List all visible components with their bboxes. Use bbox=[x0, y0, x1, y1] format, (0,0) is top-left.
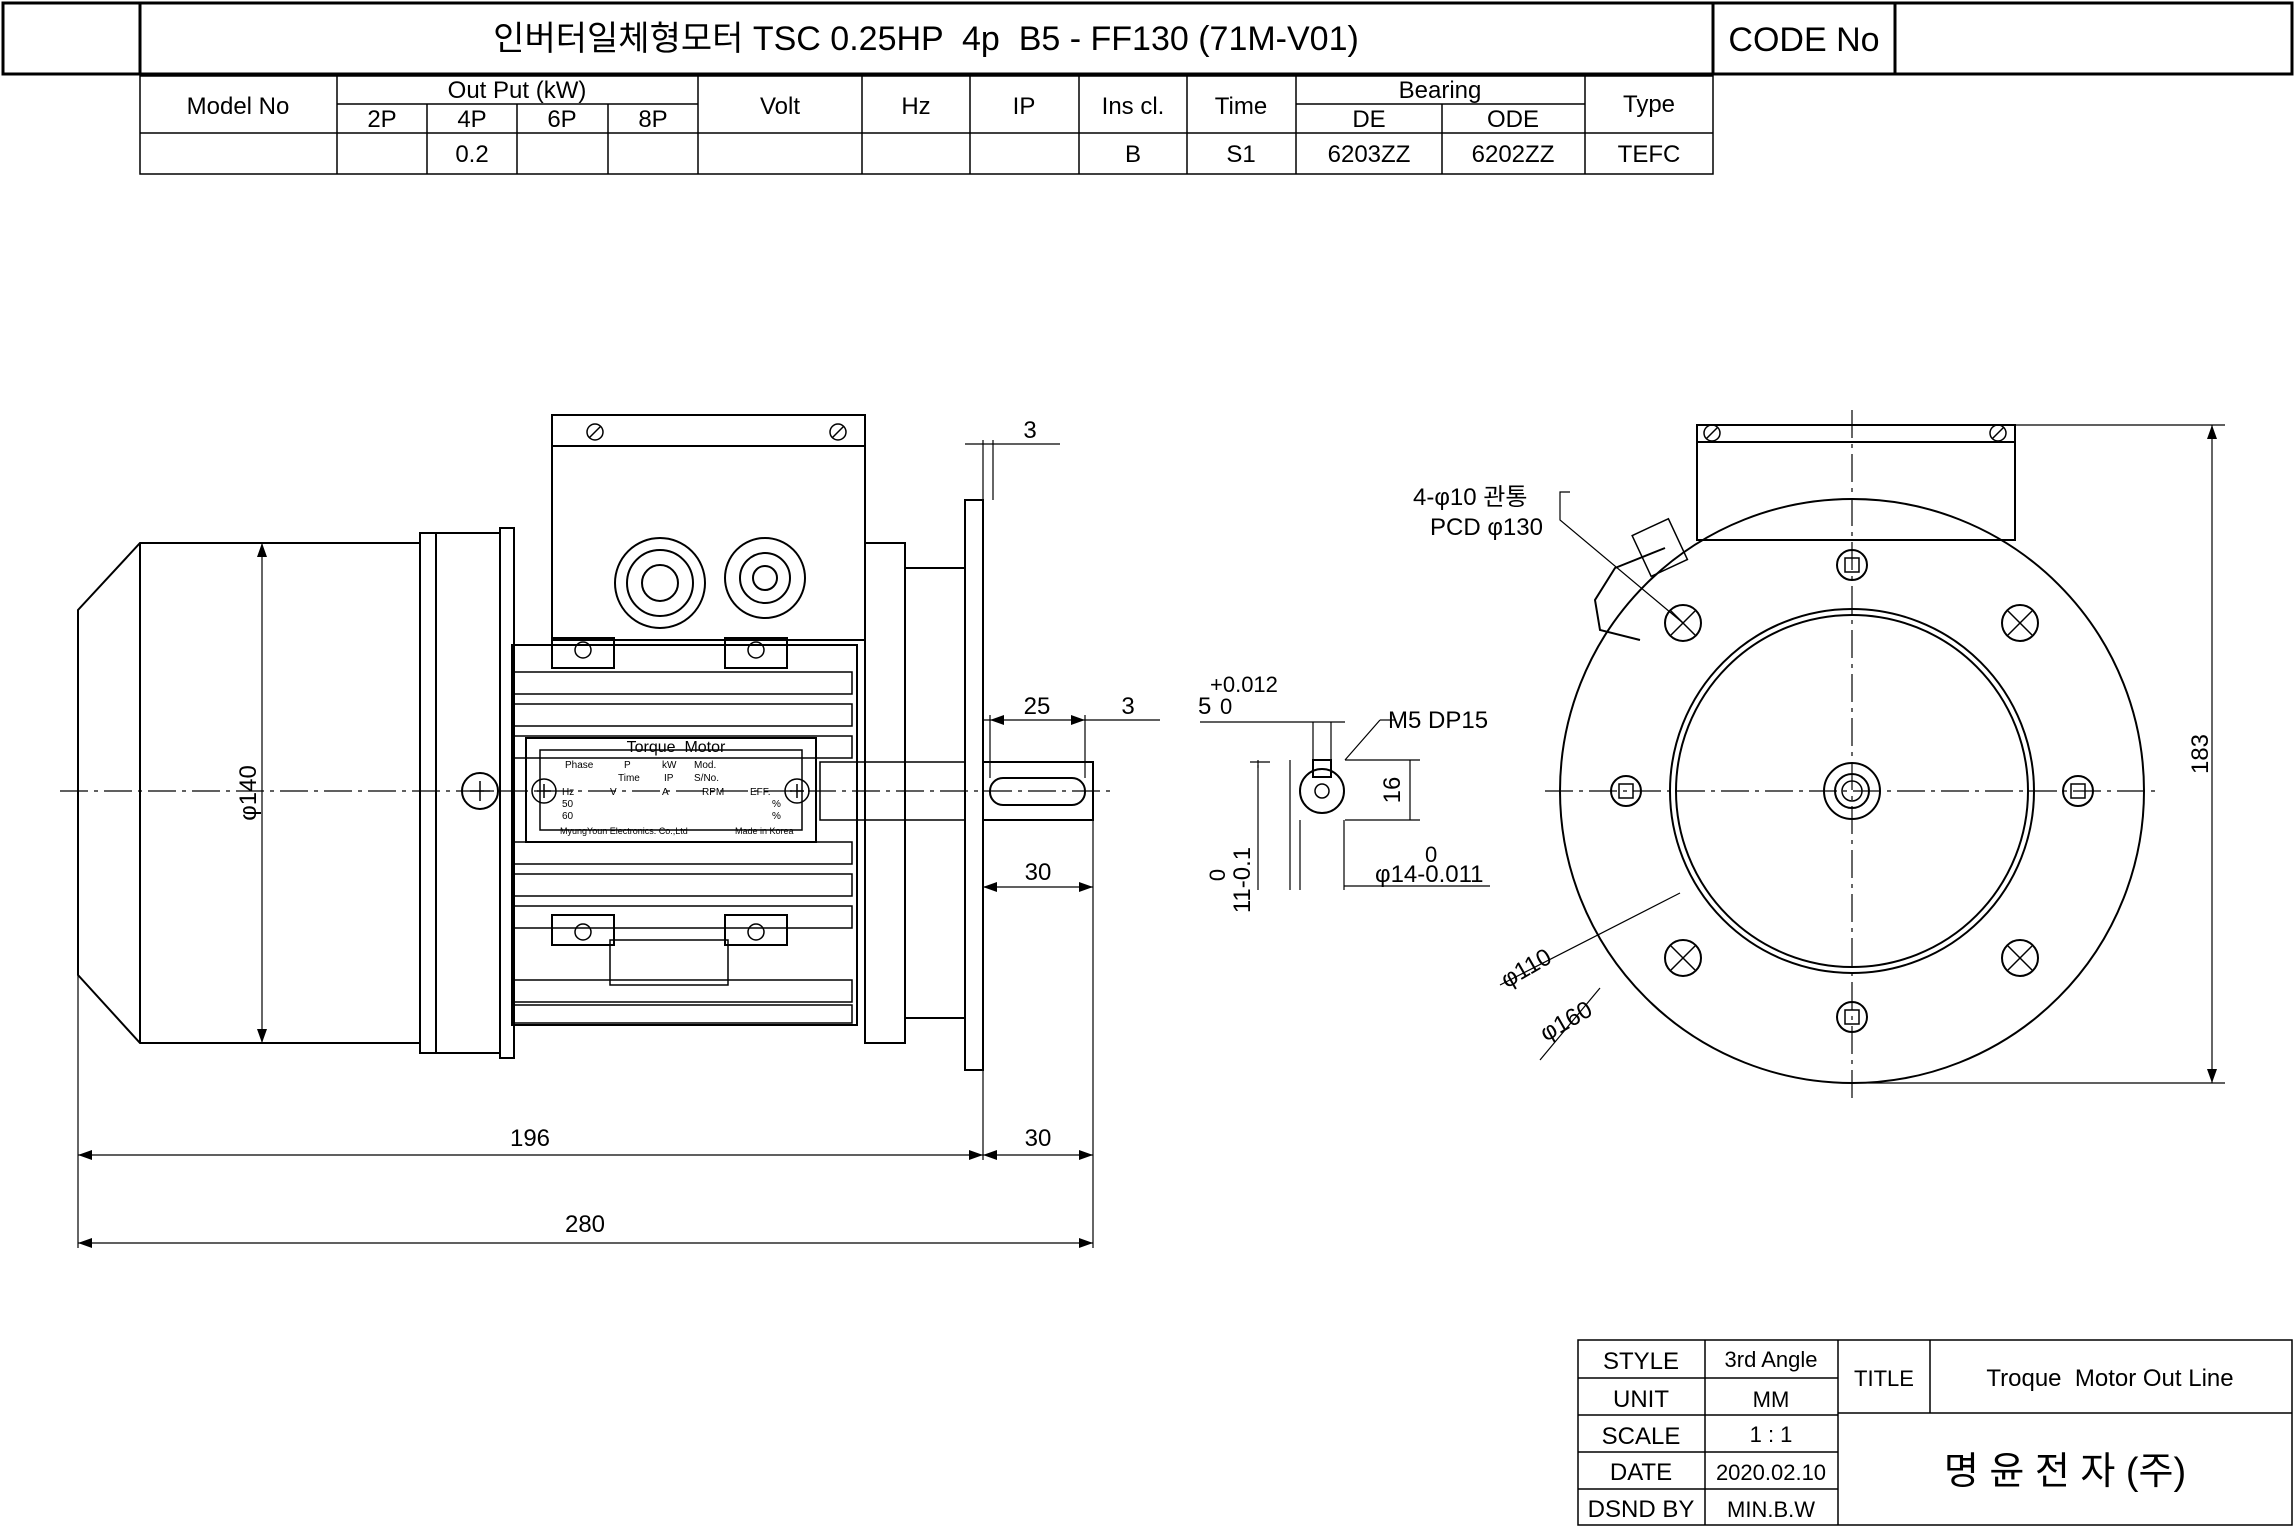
dim-key-width-tol: +0.012 bbox=[1210, 672, 1278, 697]
dim-height: 183 bbox=[2187, 734, 2214, 774]
dim-shaft-length-bottom: 30 bbox=[1025, 1125, 1052, 1152]
tb-scale-label: SCALE bbox=[1602, 1423, 1681, 1450]
col-2p: 2P bbox=[367, 106, 396, 133]
tb-dsnd-label: DSND BY bbox=[1588, 1496, 1695, 1523]
col-6p: 6P bbox=[547, 106, 576, 133]
col-volt: Volt bbox=[760, 93, 800, 120]
dim-holes: 4-φ10 관통 bbox=[1413, 484, 1527, 511]
side-view: Torque Motor Phase P kW Mod. Time IP S/N… bbox=[60, 414, 1110, 1071]
np-pct50: % bbox=[772, 799, 781, 810]
dim-body-length: 196 bbox=[510, 1125, 550, 1152]
tb-unit-label: UNIT bbox=[1613, 1386, 1669, 1413]
col-time: Time bbox=[1215, 93, 1267, 120]
tb-style-label: STYLE bbox=[1603, 1348, 1679, 1375]
dim-shaft-dia: φ14-0.011 bbox=[1375, 861, 1484, 888]
col-type: Type bbox=[1623, 91, 1675, 118]
np-time: Time bbox=[618, 773, 640, 784]
tb-date-label: DATE bbox=[1610, 1459, 1672, 1486]
tb-title-label: TITLE bbox=[1854, 1366, 1914, 1391]
cable-gland-small bbox=[724, 537, 806, 619]
dim-key-width-lower: 0 bbox=[1220, 694, 1232, 719]
code-label: CODE No bbox=[1728, 21, 1879, 59]
flange bbox=[964, 499, 984, 1071]
np-p: P bbox=[624, 760, 631, 771]
side-dimensions: φ140 196 30 280 3 25 3 30 bbox=[77, 417, 1160, 1248]
nameplate-title: Torque Motor bbox=[627, 739, 726, 756]
title-block: STYLE 3rd Angle UNIT MM SCALE 1 : 1 DATE… bbox=[1577, 1339, 2293, 1526]
col-de: DE bbox=[1352, 106, 1385, 133]
motor-frame bbox=[511, 644, 858, 1026]
np-sno: S/No. bbox=[694, 773, 719, 784]
drawing-title: 인버터일체형모터 TSC 0.25HP 4p B5 - FF130 (71M-V… bbox=[493, 20, 1359, 58]
dim-shaft-length: 30 bbox=[1025, 859, 1052, 886]
fan-cover bbox=[77, 542, 420, 1044]
tb-unit-value: MM bbox=[1753, 1387, 1790, 1412]
rear-end-shield bbox=[419, 532, 501, 1054]
tb-scale-value: 1 : 1 bbox=[1750, 1422, 1793, 1447]
np-hz: Hz bbox=[562, 787, 574, 798]
np-pct60: % bbox=[772, 811, 781, 822]
np-a: A bbox=[662, 787, 669, 798]
val-time: S1 bbox=[1226, 141, 1255, 168]
shaft-section: +0.012 5 0 M5 DP15 16 0 φ14-0.011 0 11-0… bbox=[1198, 672, 1490, 913]
dim-flange-dia: φ160 bbox=[1535, 996, 1597, 1047]
tb-title-value: Troque Motor Out Line bbox=[1986, 1365, 2233, 1392]
dim-pcd: PCD φ130 bbox=[1430, 514, 1543, 541]
col-ins: Ins cl. bbox=[1102, 93, 1165, 120]
np-ip: IP bbox=[664, 773, 674, 784]
dim-key-height: 16 bbox=[1379, 777, 1406, 804]
mount-hole bbox=[2001, 939, 2039, 977]
cooling-fins bbox=[511, 671, 853, 1024]
col-model-no: Model No bbox=[187, 93, 290, 120]
col-ip: IP bbox=[1013, 93, 1036, 120]
dim-key-offset: 3 bbox=[1121, 693, 1134, 720]
dim-tap: M5 DP15 bbox=[1388, 707, 1488, 734]
np-50: 50 bbox=[562, 799, 574, 810]
np-phase: Phase bbox=[565, 760, 594, 771]
np-rpm: RPM bbox=[702, 787, 724, 798]
dim-shaft-dia-tol: 0 bbox=[1425, 842, 1437, 867]
dim-total-length: 280 bbox=[565, 1211, 605, 1238]
spec-table: Model No Out Put (kW) 2P 4P 6P 8P Volt H… bbox=[139, 75, 1714, 175]
np-mod: Mod. bbox=[694, 760, 716, 771]
val-ins: B bbox=[1125, 141, 1141, 168]
tb-date-value: 2020.02.10 bbox=[1716, 1460, 1826, 1485]
val-type: TEFC bbox=[1618, 141, 1681, 168]
col-hz: Hz bbox=[901, 93, 930, 120]
dim-flange-thk: 3 bbox=[1023, 417, 1036, 444]
np-maker: MyungYoun Electronics. Co.,Ltd bbox=[560, 826, 688, 836]
col-output: Out Put (kW) bbox=[448, 77, 587, 104]
dim-key-depth: 11-0.1 bbox=[1229, 847, 1256, 913]
dim-spigot-dia: φ110 bbox=[1496, 943, 1556, 993]
front-end-shield bbox=[864, 542, 906, 1044]
val-ode: 6202ZZ bbox=[1472, 141, 1555, 168]
col-ode: ODE bbox=[1487, 106, 1539, 133]
col-4p: 4P bbox=[457, 106, 486, 133]
tb-dsnd-value: MIN.B.W bbox=[1727, 1497, 1815, 1522]
col-8p: 8P bbox=[638, 106, 667, 133]
header-block: 인버터일체형모터 TSC 0.25HP 4p B5 - FF130 (71M-V… bbox=[1, 1, 2294, 76]
np-kw: kW bbox=[662, 760, 677, 771]
np-v: V bbox=[610, 787, 617, 798]
cable-gland-large bbox=[614, 537, 706, 629]
terminal-box bbox=[551, 414, 866, 641]
np-eff: EFF. bbox=[750, 787, 771, 798]
tb-style-value: 3rd Angle bbox=[1725, 1347, 1818, 1372]
nameplate bbox=[525, 737, 817, 843]
front-view: 183 4-φ10 관통 PCD φ130 φ110 φ160 bbox=[1413, 410, 2225, 1100]
dim-key-width: 5 bbox=[1198, 693, 1211, 720]
dim-body-dia: φ140 bbox=[235, 765, 262, 821]
col-bearing: Bearing bbox=[1399, 77, 1482, 104]
val-4p: 0.2 bbox=[455, 141, 488, 168]
np-origin: Made in Korea bbox=[735, 826, 794, 836]
mount-hole bbox=[1664, 939, 1702, 977]
val-de: 6203ZZ bbox=[1328, 141, 1411, 168]
mount-hole bbox=[2001, 604, 2039, 642]
np-60: 60 bbox=[562, 811, 574, 822]
dim-key-depth-tol: 0 bbox=[1205, 869, 1230, 881]
tb-company: 명 윤 전 자 (주) bbox=[1944, 1451, 2186, 1493]
dim-key-length: 25 bbox=[1024, 693, 1051, 720]
